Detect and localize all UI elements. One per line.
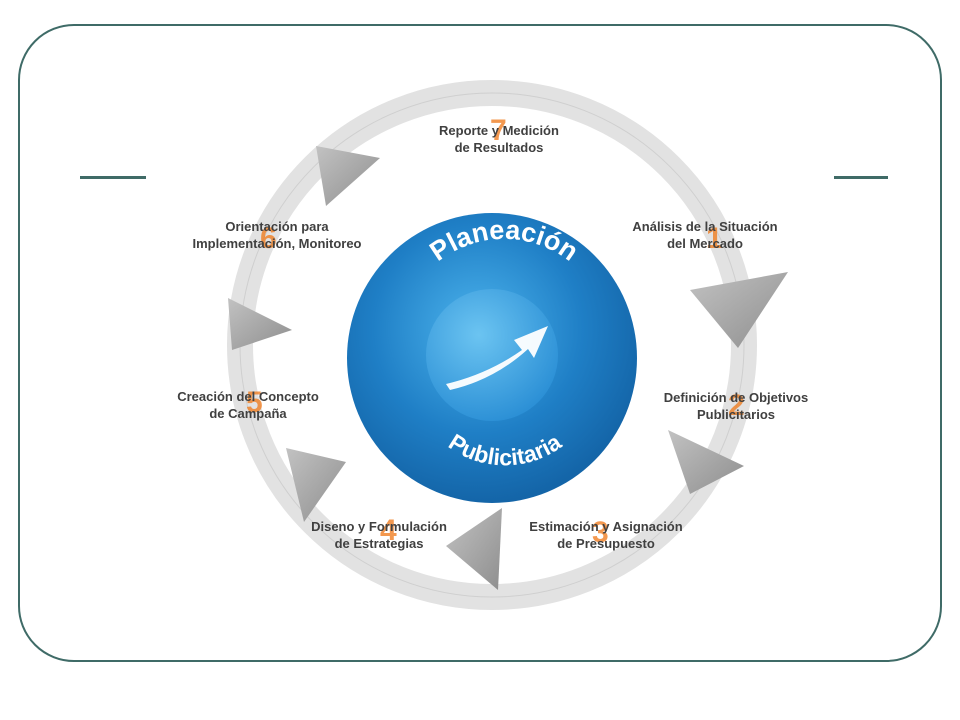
step-3-number: 3 (592, 516, 609, 549)
step-3-label: 3 Estimación y Asignación de Presupuesto (506, 518, 706, 552)
step-2-number: 2 (728, 389, 745, 422)
step-1-number: 1 (706, 222, 723, 255)
step-4-label: 4 Diseno y Formulación de Estrategias (288, 514, 470, 552)
step-2-line2: Publicitarios (696, 407, 776, 422)
step-7-line2: de Resultados (454, 140, 544, 155)
step-7-number: 7 (490, 114, 507, 147)
step-2-label: 2 Definición de Objetivos Publicitarios (640, 389, 832, 423)
step-6-line1: Orientación para (225, 219, 329, 234)
step-5-label: 5 Creación del Concepto de Campaña (150, 388, 346, 422)
step-6-label: 6 Orientación para Implementación, Monit… (160, 218, 394, 255)
step-4-line2: de Estrategias (334, 536, 424, 551)
step-5-line1: Creación del Concepto (177, 389, 319, 404)
step-5-number: 5 (246, 386, 263, 419)
step-1-line2: del Mercado (667, 236, 743, 251)
step-1-label: 1 Análisis de la Situación del Mercado (610, 218, 800, 255)
cycle-arrow-icon (286, 448, 346, 522)
step-4-number: 4 (380, 514, 397, 547)
step-1-line1: Análisis de la Situación (632, 219, 778, 234)
step-2-line1: Definición de Objetivos (663, 390, 809, 405)
cycle-arrow-icon (690, 272, 788, 348)
decorative-line-right (834, 176, 888, 179)
step-3-line2: de Presupuesto (557, 536, 655, 551)
step-6-number: 6 (260, 222, 277, 255)
step-7-label: 7 Reporte y Medición de Resultados (414, 116, 584, 156)
step-7-line1: Reporte y Medición (439, 123, 559, 138)
step-4-line1: Diseno y Formulación (311, 519, 447, 534)
cycle-arrow-icon (446, 508, 502, 590)
decorative-line-left (80, 176, 146, 179)
arrow-up-right-icon (446, 326, 548, 390)
center-inner-disc (426, 289, 558, 421)
slide-frame (18, 24, 942, 662)
cycle-arrow-icon (228, 298, 292, 350)
step-5-line2: de Campaña (209, 406, 287, 421)
step-3-line1: Estimación y Asignación (529, 519, 683, 534)
cycle-arrow-icon (316, 146, 380, 206)
cycle-arrow-icon (668, 430, 744, 494)
step-6-line2: Implementación, Monitoreo (192, 236, 362, 251)
